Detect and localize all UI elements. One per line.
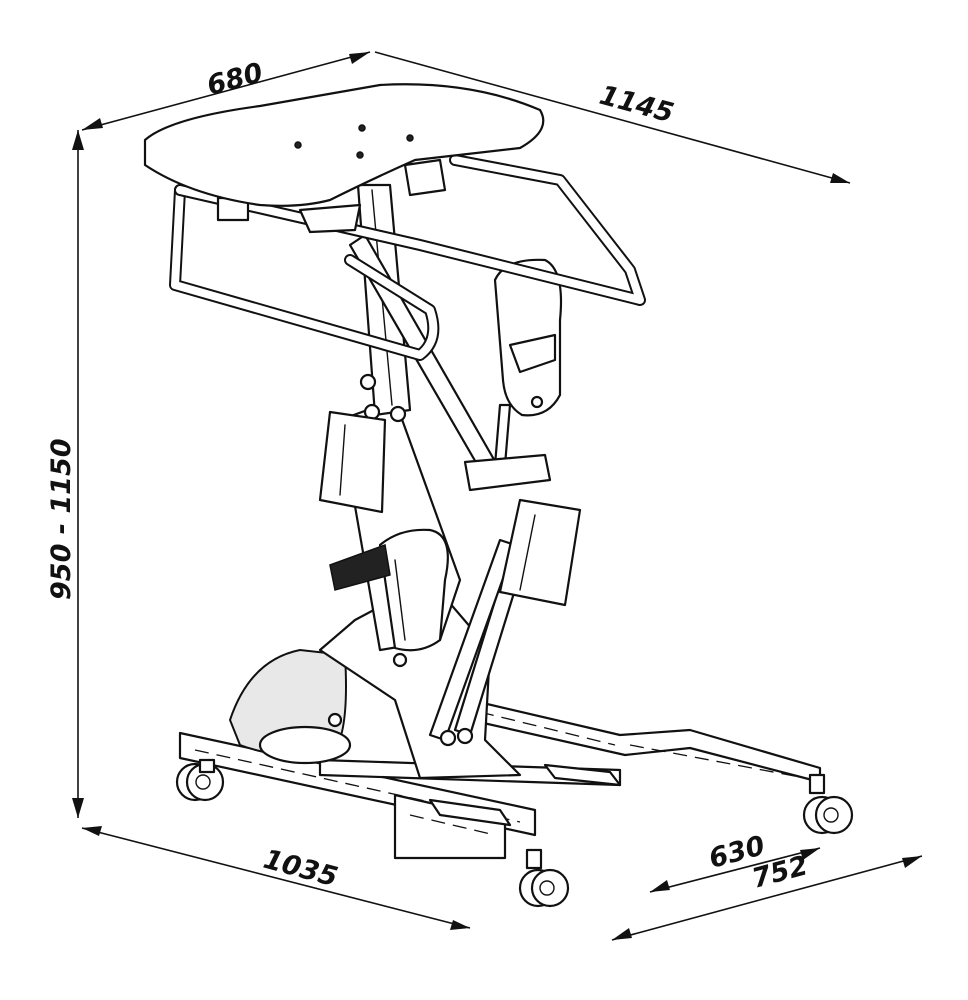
dim-height: 950 - 1150: [46, 438, 77, 600]
hip-supports: [329, 528, 449, 652]
dimension-lines: [72, 51, 923, 941]
castor-front-right: [518, 848, 570, 908]
dim-top-width: 680: [204, 57, 266, 102]
tray-top: [143, 83, 545, 234]
foot-plates: [428, 763, 622, 827]
castor-front-left: [175, 758, 225, 802]
handle-bar: [169, 154, 646, 361]
castors: [175, 758, 854, 908]
dim-base-length: 1035: [260, 844, 341, 893]
castor-rear-right: [802, 773, 854, 835]
dim-top-length: 1145: [596, 80, 677, 129]
knee-pads: [318, 410, 582, 607]
back-pad: [463, 258, 563, 492]
